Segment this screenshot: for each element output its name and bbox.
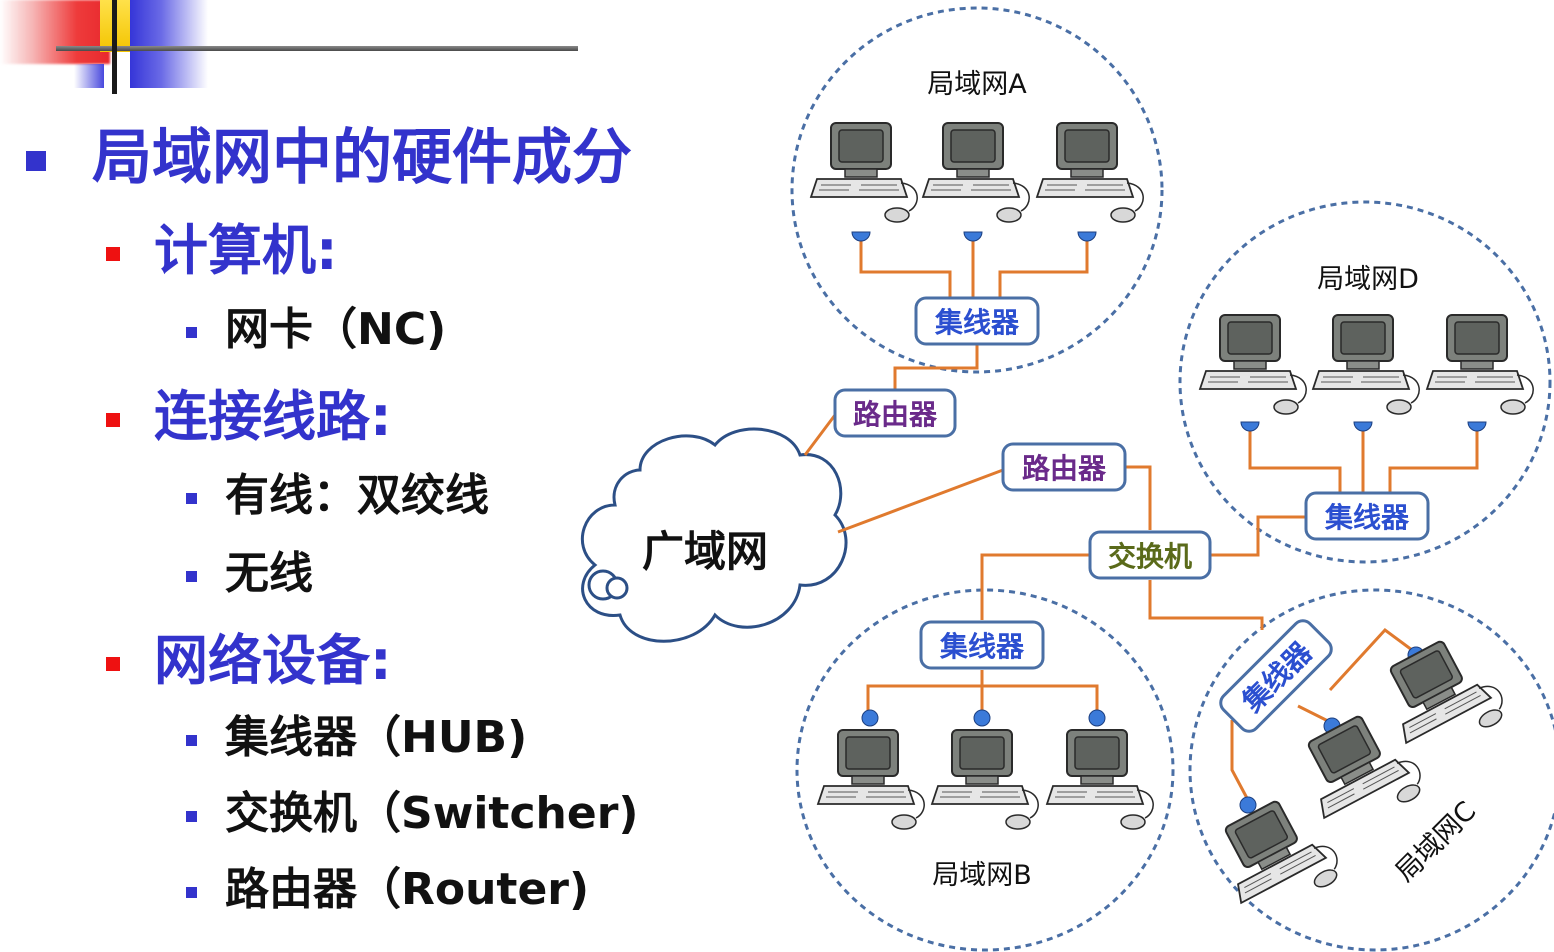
- bullet-links: 连接线路:: [106, 390, 392, 444]
- lan-d-boundary: [1178, 200, 1552, 564]
- lan-b-hub-label: 集线器: [939, 630, 1025, 663]
- square-bullet-icon: [106, 413, 120, 428]
- header-vertical-rule: [112, 0, 117, 94]
- bullet-devices: 网络设备:: [106, 634, 392, 688]
- lan-a-hub: 集线器: [914, 296, 1040, 346]
- square-bullet-icon: [186, 810, 197, 822]
- wired-text: 有线：双绞线: [225, 470, 489, 521]
- lan-c-hub: 集线器: [1219, 619, 1333, 733]
- square-bullet-icon: [106, 247, 120, 262]
- lan-a-boundary: [790, 6, 1164, 374]
- square-bullet-icon: [186, 492, 197, 504]
- devices-label: 网络设备:: [154, 629, 392, 692]
- lan-b-boundary: [795, 588, 1175, 952]
- bullet-nic: 网卡（NC): [186, 308, 446, 352]
- lan-d-computers: [1199, 314, 1535, 415]
- bullet-switch: 交换机（Switcher): [186, 792, 639, 836]
- lan-d-hub: 集线器: [1304, 491, 1430, 541]
- switch: 交换机: [1088, 530, 1212, 580]
- cloud-bubble-icon: [605, 576, 629, 600]
- links-label: 连接线路:: [154, 385, 392, 448]
- square-bullet-icon: [186, 886, 197, 898]
- header-blue-block: [130, 0, 208, 88]
- bullet-computers: 计算机:: [106, 224, 338, 278]
- square-bullet-icon: [106, 657, 120, 672]
- lan-c-boundary: [1188, 588, 1554, 952]
- header-horizontal-rule: [56, 46, 578, 51]
- bullet-hub: 集线器（HUB): [186, 716, 527, 760]
- nic-text: 网卡（NC): [225, 304, 447, 355]
- header-blue-small-block: [74, 64, 104, 88]
- router-1: 路由器: [833, 388, 957, 438]
- lan-a-computers: [810, 122, 1145, 223]
- switch-label: 交换机: [1108, 540, 1192, 573]
- router-text: 路由器（Router): [225, 864, 590, 915]
- switch-text: 交换机（Switcher): [225, 788, 639, 839]
- router-1-label: 路由器: [853, 398, 938, 431]
- router-2: 路由器: [1001, 442, 1127, 492]
- main-title-text: 局域网中的硬件成分: [92, 123, 632, 193]
- lan-b-label: 局域网B: [932, 860, 1032, 891]
- square-bullet-icon: [186, 734, 197, 746]
- bullet-main-title: 局域网中的硬件成分: [26, 128, 632, 188]
- square-bullet-icon: [186, 326, 197, 338]
- nic-connectors: [851, 231, 1487, 814]
- lan-b-hub: 集线器: [919, 620, 1045, 670]
- wan-label: 广域网: [642, 527, 768, 576]
- hub-text: 集线器（HUB): [225, 712, 528, 763]
- header-decoration: [0, 0, 600, 100]
- wireless-text: 无线: [225, 548, 313, 599]
- lan-a-label: 局域网A: [927, 69, 1027, 100]
- square-bullet-icon: [26, 151, 46, 172]
- lan-d-hub-label: 集线器: [1324, 501, 1410, 534]
- lan-b-computers: [817, 729, 1155, 830]
- network-cables: [803, 240, 1479, 801]
- lan-d-label: 局域网D: [1317, 264, 1419, 295]
- computers-label: 计算机:: [154, 219, 338, 282]
- lan-c-label: 局域网C: [1390, 796, 1483, 889]
- bullet-router: 路由器（Router): [186, 868, 589, 912]
- bullet-wired: 有线：双绞线: [186, 474, 489, 518]
- bullet-wireless: 无线: [186, 552, 313, 596]
- router-2-label: 路由器: [1022, 452, 1107, 485]
- square-bullet-icon: [186, 570, 197, 582]
- header-red-block: [0, 0, 110, 64]
- wan-cloud: [580, 427, 848, 643]
- lan-a-hub-label: 集线器: [934, 306, 1020, 339]
